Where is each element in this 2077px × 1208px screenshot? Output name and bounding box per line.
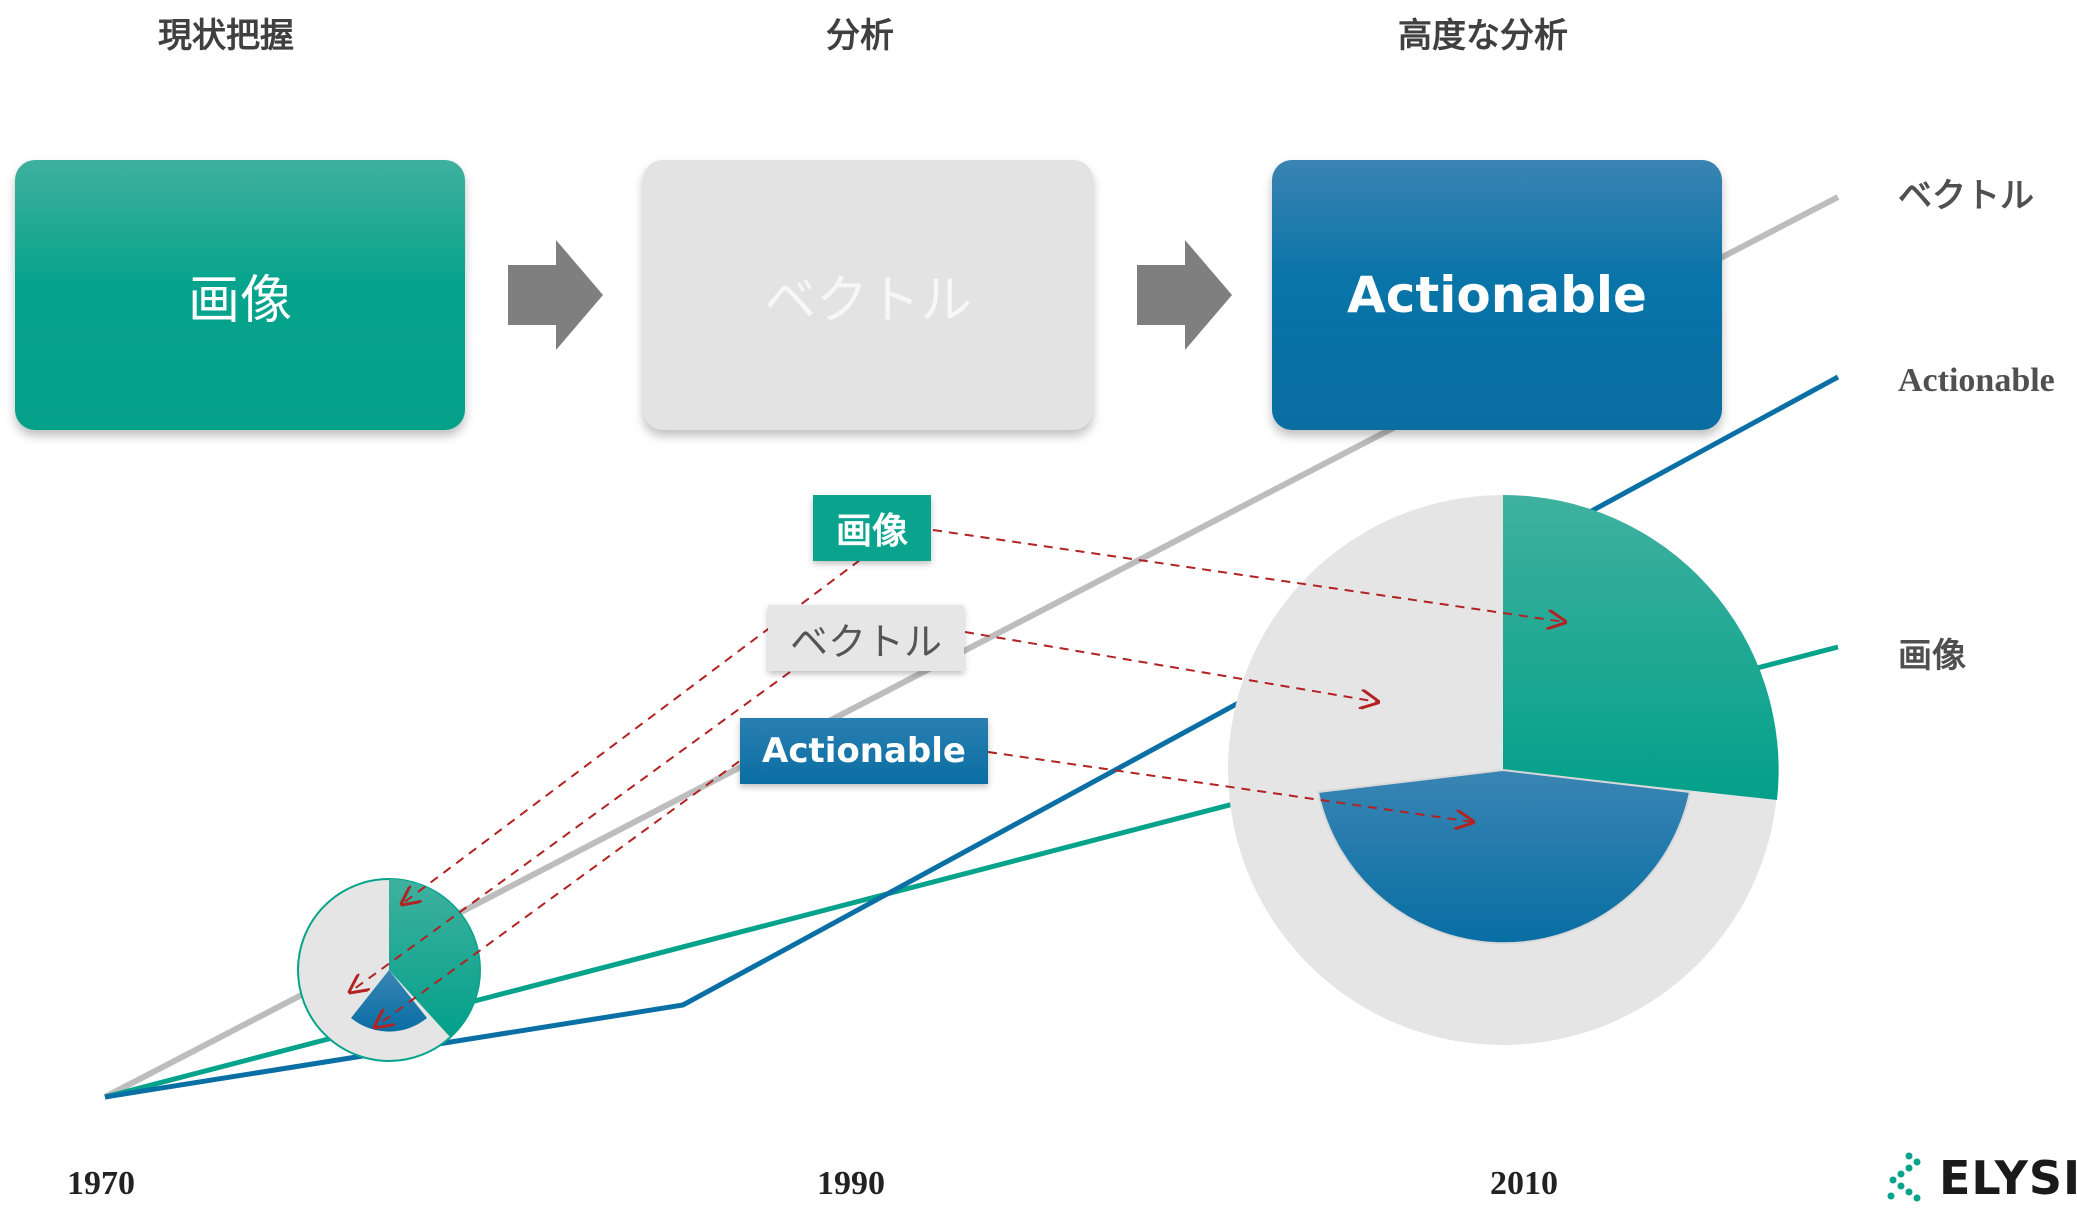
- large-pie-chart: [1228, 494, 1779, 1045]
- image-tag-to-large-pie-arrow: [932, 529, 1565, 622]
- actionable-tag-to-large-pie-arrow: [987, 751, 1473, 822]
- legend-vector: ベクトル: [1898, 176, 2034, 216]
- year-label-1990: 1990: [817, 1165, 885, 1202]
- image-stage-box: 画像: [15, 160, 465, 430]
- logo-wordmark: ELYSIU: [1939, 1151, 2077, 1205]
- actionable-stage-box: Actionable: [1272, 160, 1722, 430]
- logo-dots-icon: [1887, 1152, 1921, 1202]
- phase-label-advanced-analysis: 高度な分析: [1398, 16, 1568, 56]
- year-label-2010: 2010: [1490, 1165, 1558, 1202]
- legend-actionable: Actionable: [1898, 362, 2055, 399]
- year-label-1970: 1970: [67, 1165, 135, 1202]
- phase-label-current-state: 現状把握: [158, 16, 294, 56]
- company-logo: ELYSIU: [1885, 1148, 2077, 1208]
- actionable-tag-to-small-pie-arrow: [375, 751, 753, 1027]
- legend-image: 画像: [1898, 636, 1966, 676]
- small-pie-image-slice: [389, 879, 480, 1037]
- right-arrow-icon: [1137, 240, 1232, 350]
- vector-tag: ベクトル: [768, 605, 964, 671]
- image-tag: 画像: [813, 495, 931, 561]
- small-pie-chart: [297, 878, 481, 1062]
- vector-stage-box: ベクトル: [643, 160, 1093, 430]
- vector-stage-label: ベクトル: [763, 270, 972, 331]
- small-pie-actionable-slice: [351, 970, 427, 1032]
- image-stage-label: 画像: [187, 270, 292, 331]
- actionable-tag: Actionable: [740, 718, 988, 784]
- phase-label-analysis: 分析: [826, 16, 894, 56]
- vector-tag-to-small-pie-arrow: [350, 671, 791, 992]
- right-arrow-icon: [508, 240, 603, 350]
- large-pie-actionable-slice: [1316, 768, 1692, 945]
- large-pie-image-slice: [1503, 494, 1779, 800]
- vector-tag-to-large-pie-arrow: [964, 631, 1378, 702]
- actionable-stage-label: Actionable: [1347, 266, 1647, 324]
